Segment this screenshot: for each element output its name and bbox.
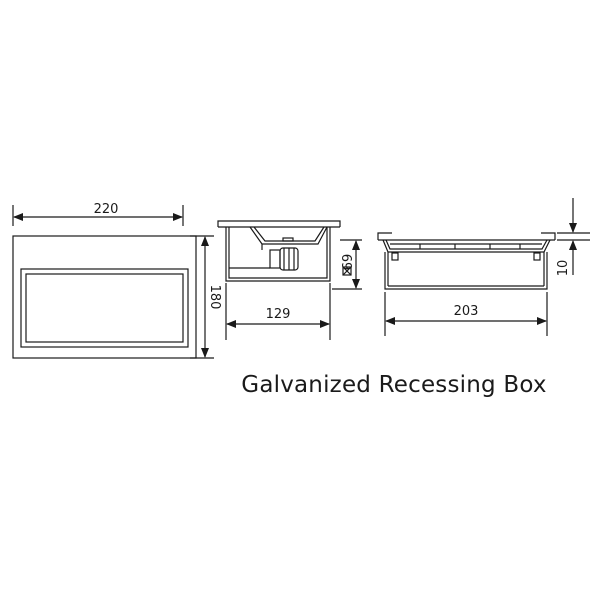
front-outer-frame xyxy=(12,235,197,359)
dim-top-width-label: 203 xyxy=(454,304,479,319)
section-symbol-icon xyxy=(342,266,352,276)
dim-top-flange-label: 10 xyxy=(556,260,571,277)
cable-gland xyxy=(229,247,299,271)
drawing-title: Galvanized Recessing Box xyxy=(241,372,547,398)
side-view xyxy=(217,220,341,282)
front-inner-frame xyxy=(20,268,189,348)
dim-front-width: 220 xyxy=(12,202,184,226)
dim-front-width-label: 220 xyxy=(94,202,119,217)
long-view xyxy=(377,232,556,290)
dim-side-depth: 69 xyxy=(332,239,362,290)
dim-side-width: 129 xyxy=(225,283,331,340)
dim-side-width-label: 129 xyxy=(266,307,291,322)
dim-side-depth-label: 69 xyxy=(338,254,353,271)
front-inner-panel xyxy=(25,273,184,343)
front-view xyxy=(12,235,197,359)
dim-top-width: 203 xyxy=(384,292,548,336)
dim-top-flange: 10 xyxy=(556,198,590,276)
dim-front-height-label: 180 xyxy=(207,285,222,310)
dim-front-height: 180 xyxy=(190,235,222,359)
